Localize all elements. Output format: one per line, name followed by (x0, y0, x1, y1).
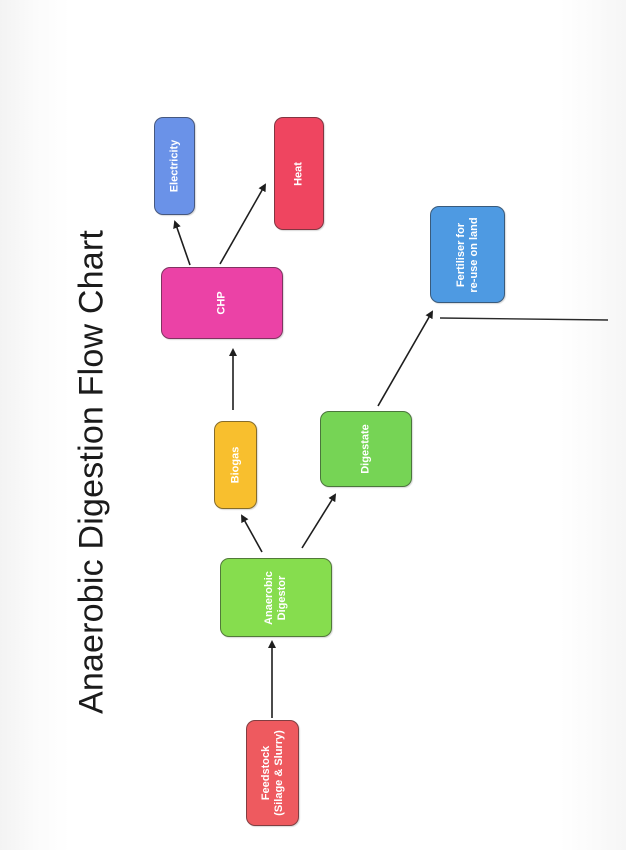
digestate-label-line1: Digestate (359, 424, 372, 474)
digestate-node: Digestate (320, 411, 412, 487)
electricity-label-line1: Electricity (168, 139, 180, 193)
page-rule (439, 317, 609, 321)
heat-node: Heat (274, 117, 324, 230)
biogas-label: Biogas (229, 447, 242, 484)
feedstock-label-line1: Feedstock (259, 745, 272, 801)
heat-label: Heat (293, 162, 306, 186)
edge-digestate-to-fertiliser (377, 310, 433, 407)
fertiliser-node: Fertiliser for re-use on land (430, 206, 505, 303)
anaerobic-digestor-node: Anaerobic Digestor (220, 558, 332, 637)
biogas-label-line1: Biogas (229, 446, 241, 484)
electricity-label: Electricity (168, 140, 181, 193)
heat-label-line1: Heat (292, 161, 305, 186)
digestate-label: Digestate (360, 424, 373, 474)
edge-digestor-to-biogas (241, 514, 263, 553)
digestor-label-line2: Digestor (276, 575, 288, 620)
fertiliser-label: Fertiliser for re-use on land (455, 217, 481, 292)
chp-label: CHP (216, 291, 229, 314)
feedstock-label-line2: (Silage & Slurry) (272, 730, 285, 816)
electricity-node: Electricity (154, 117, 195, 215)
digestor-label: Anaerobic Digestor (263, 571, 289, 625)
biogas-node: Biogas (214, 421, 257, 509)
fertiliser-label-line1: Fertiliser for (454, 222, 467, 287)
fertiliser-label-line2: re-use on land (467, 216, 480, 293)
feedstock-node: Feedstock (Silage & Slurry) (246, 720, 299, 826)
edge-chp-to-electricity (173, 220, 191, 266)
digestor-label-line1: Anaerobic (263, 570, 275, 625)
edge-chp-to-heat (219, 183, 266, 265)
edge-digestor-to-digestate (301, 493, 337, 549)
feedstock-label: Feedstock (Silage & Slurry) (260, 730, 286, 816)
chp-node: CHP (161, 267, 283, 339)
chp-label-line1: CHP (215, 291, 228, 315)
